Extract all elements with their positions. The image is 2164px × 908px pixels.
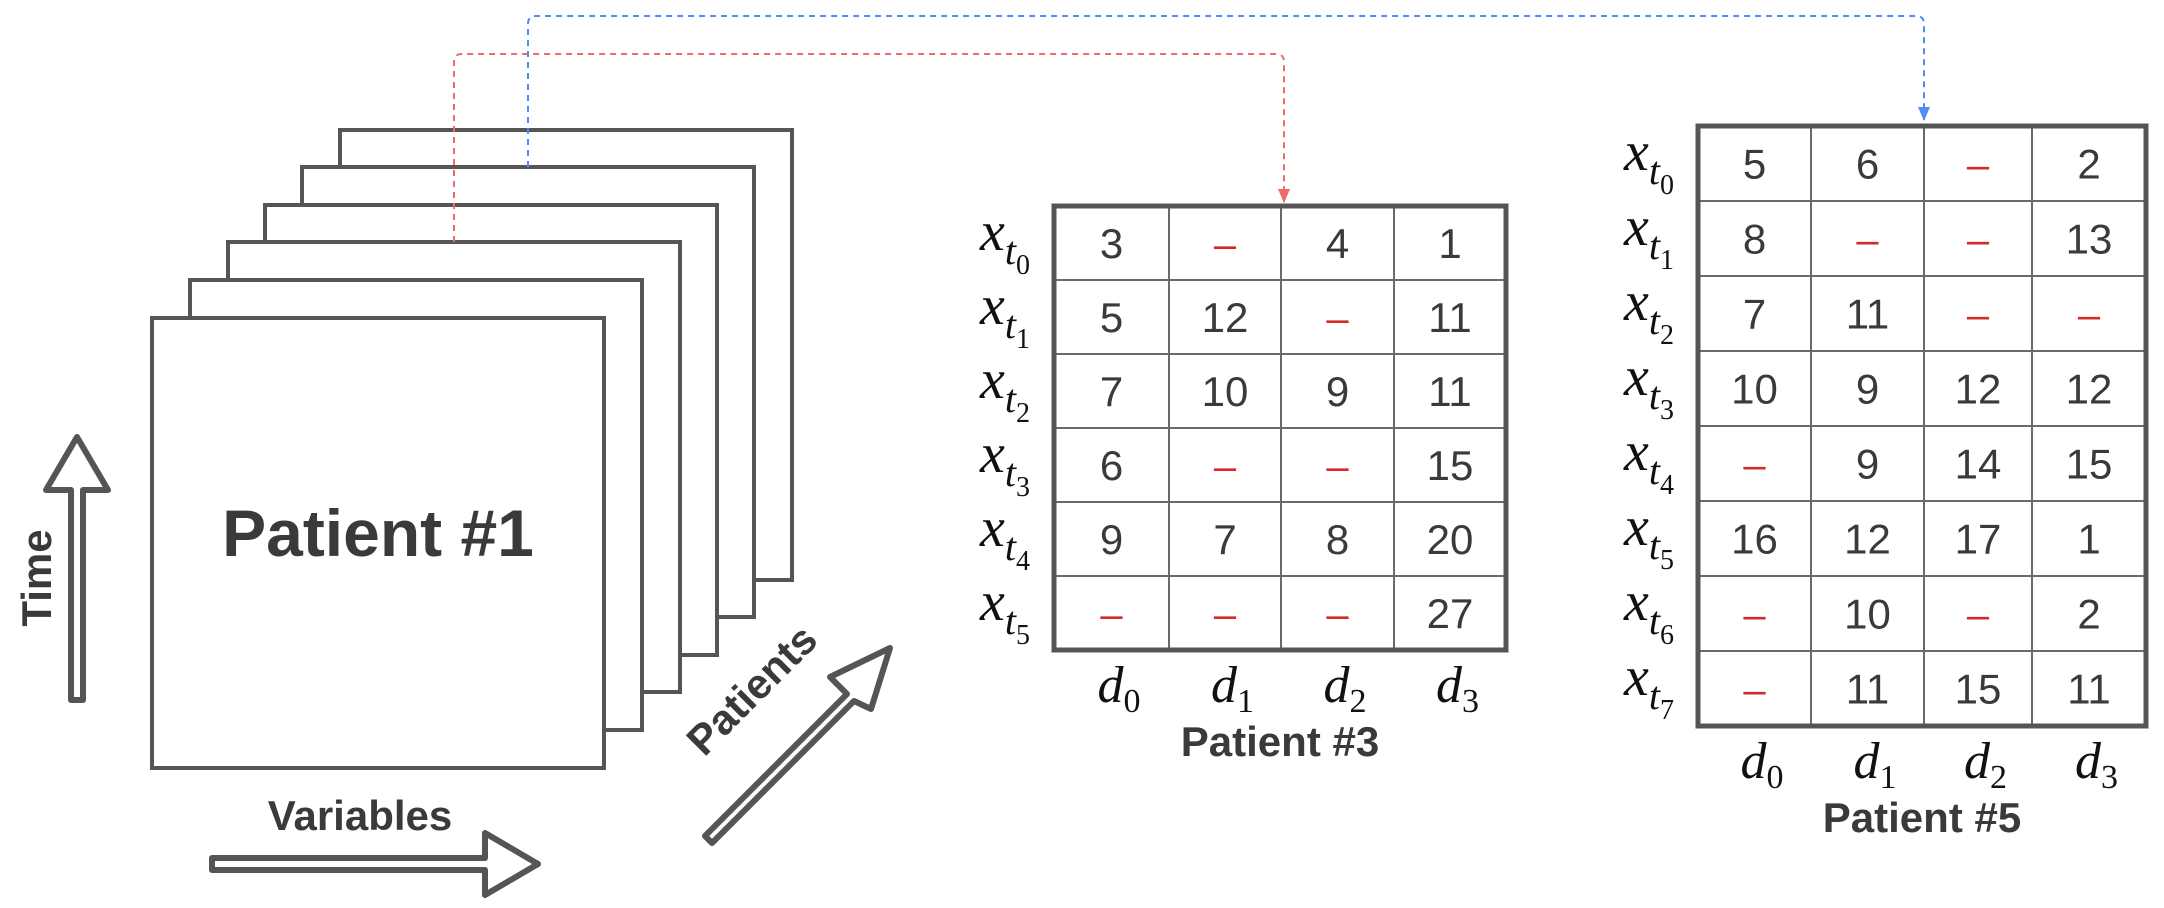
value-cell: 1 <box>2077 516 2100 563</box>
row-label: xt5 <box>1623 496 1674 576</box>
value-cell: 9 <box>1856 441 1879 488</box>
column-label: d3 <box>1436 657 1479 720</box>
time-arrow-icon <box>43 434 111 703</box>
value-cell: 10 <box>1731 366 1778 413</box>
value-cell: 11 <box>1846 291 1890 338</box>
row-label: xt7 <box>1623 646 1674 726</box>
value-cell: 8 <box>1743 216 1766 263</box>
missing-value-cell: – <box>1967 294 1990 338</box>
value-cell: 6 <box>1856 141 1879 188</box>
missing-value-cell: – <box>1856 219 1879 263</box>
table-border <box>1695 123 2149 729</box>
value-cell: 4 <box>1326 220 1349 267</box>
missing-value-cell: – <box>1743 594 1766 638</box>
variables-arrow-icon <box>209 830 541 898</box>
row-label: xt1 <box>1623 196 1674 276</box>
column-label: d1 <box>1211 657 1254 720</box>
missing-value-cell: – <box>1743 444 1766 488</box>
table-caption: Patient #5 <box>1823 794 2021 841</box>
table-patient-5: 5 6 – 2 8 – – 13 7 11 – – 10 9 12 12 – 9 14 15 16 12 17 1 – 10 – 2 –… <box>1623 121 2149 841</box>
value-cell: 3 <box>1100 220 1123 267</box>
link-patient-3 <box>453 53 1290 242</box>
missing-value-cell: – <box>1214 593 1237 637</box>
value-cell: 15 <box>1955 666 2002 713</box>
missing-value-cell: – <box>1967 219 1990 263</box>
missing-value-cell: – <box>1214 223 1237 267</box>
row-label: xt3 <box>979 423 1030 503</box>
value-cell: 16 <box>1731 516 1778 563</box>
value-cell: 20 <box>1427 516 1474 563</box>
row-label: xt1 <box>979 275 1030 355</box>
value-cell: 1 <box>1438 220 1461 267</box>
column-label: d2 <box>1324 657 1367 720</box>
value-cell: 11 <box>1428 368 1472 415</box>
value-cell: 6 <box>1100 442 1123 489</box>
missing-value-cell: – <box>1326 445 1349 489</box>
value-cell: 11 <box>1428 294 1472 341</box>
missing-value-cell: – <box>2078 294 2101 338</box>
value-cell: 12 <box>2066 366 2113 413</box>
value-cell: 15 <box>2066 441 2113 488</box>
value-cell: 2 <box>2077 141 2100 188</box>
column-label: d0 <box>1098 657 1141 720</box>
row-label: xt6 <box>1623 571 1674 651</box>
axis-label-variables: Variables <box>268 792 452 839</box>
value-cell: 15 <box>1427 442 1474 489</box>
patient-stack <box>150 128 794 770</box>
row-label: xt2 <box>1623 271 1674 351</box>
value-cell: 5 <box>1743 141 1766 188</box>
value-cell: 11 <box>1846 666 1890 713</box>
row-label: xt4 <box>1623 421 1674 501</box>
value-cell: 5 <box>1100 294 1123 341</box>
patients-arrow-icon <box>702 645 893 846</box>
value-cell: 10 <box>1202 368 1249 415</box>
table-border <box>1051 203 1509 653</box>
missing-value-cell: – <box>1743 669 1766 713</box>
row-label: xt0 <box>979 201 1030 281</box>
column-label: d2 <box>1964 733 2007 796</box>
value-cell: 7 <box>1100 368 1123 415</box>
value-cell: 9 <box>1856 366 1879 413</box>
missing-value-cell: – <box>1967 144 1990 188</box>
value-cell: 2 <box>2077 591 2100 638</box>
value-cell: 12 <box>1844 516 1891 563</box>
link-patient-5 <box>527 15 1930 167</box>
missing-value-cell: – <box>1100 593 1123 637</box>
value-cell: 27 <box>1427 590 1474 637</box>
value-cell: 14 <box>1955 441 2002 488</box>
value-cell: 12 <box>1955 366 2002 413</box>
value-cell: 8 <box>1326 516 1349 563</box>
column-label: d0 <box>1741 733 1784 796</box>
value-cell: 7 <box>1213 516 1236 563</box>
missing-value-cell: – <box>1967 594 1990 638</box>
axis-label-time: Time <box>13 529 60 626</box>
table-caption: Patient #3 <box>1181 718 1379 765</box>
value-cell: 17 <box>1955 516 2002 563</box>
value-cell: 12 <box>1202 294 1249 341</box>
row-label: xt5 <box>979 571 1030 651</box>
row-label: xt4 <box>979 497 1030 577</box>
missing-value-cell: – <box>1214 445 1237 489</box>
row-label: xt0 <box>1623 121 1674 201</box>
value-cell: 9 <box>1100 516 1123 563</box>
row-label: xt3 <box>1623 346 1674 426</box>
row-label: xt2 <box>979 349 1030 429</box>
column-label: d1 <box>1854 733 1897 796</box>
value-cell: 11 <box>2067 666 2111 713</box>
stack-frame-front <box>150 316 606 770</box>
missing-value-cell: – <box>1326 297 1349 341</box>
value-cell: 7 <box>1743 291 1766 338</box>
column-label: d3 <box>2075 733 2118 796</box>
front-patient-label: Patient #1 <box>222 496 534 570</box>
value-cell: 13 <box>2066 216 2113 263</box>
missing-value-cell: – <box>1326 593 1349 637</box>
value-cell: 9 <box>1326 368 1349 415</box>
value-cell: 10 <box>1844 591 1891 638</box>
